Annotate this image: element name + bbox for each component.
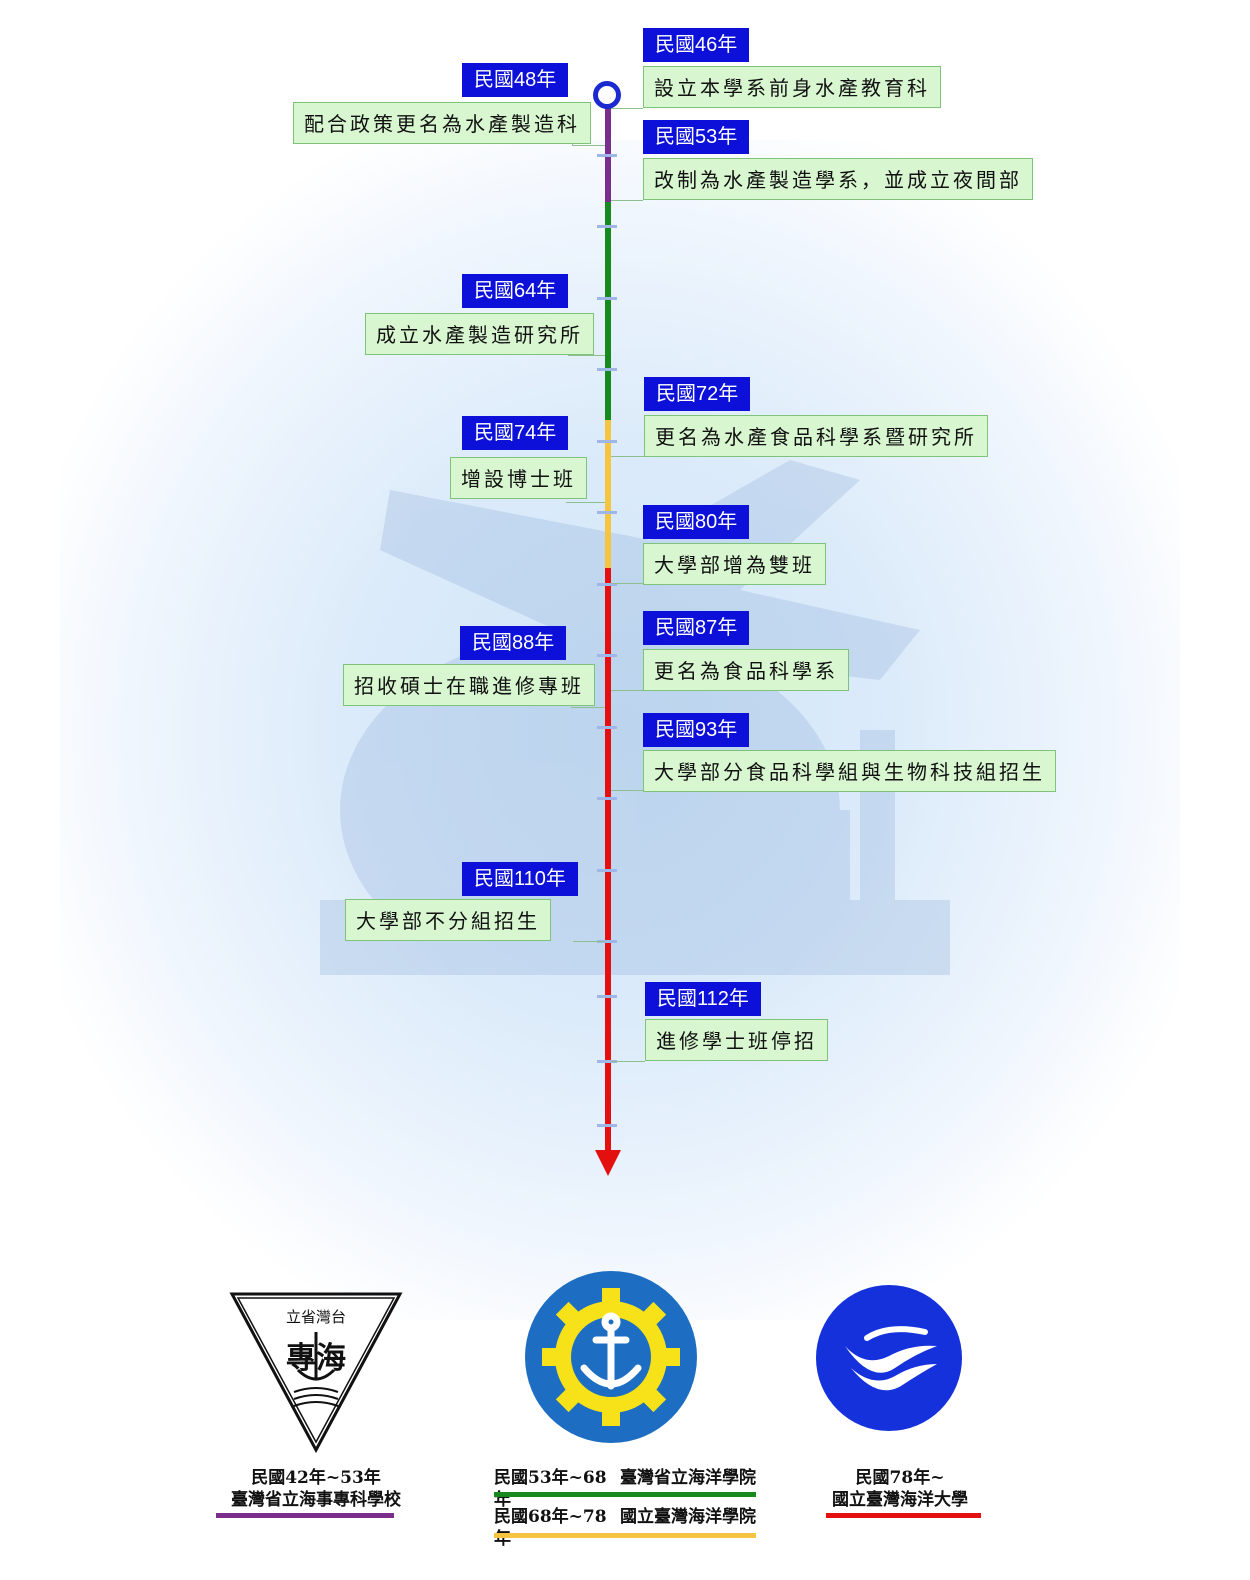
wave-seal-icon	[816, 1285, 962, 1431]
axis-tick	[597, 654, 617, 657]
axis-tick	[597, 726, 617, 729]
caption-name: 臺灣省立海事專科學校	[231, 1490, 401, 1510]
axis-tick	[597, 154, 617, 157]
axis-segment-yellow	[605, 420, 611, 568]
axis-tick	[597, 1124, 617, 1127]
event-label: 招收碩士在職進修專班	[343, 664, 595, 706]
year-label: 民國72年	[644, 377, 751, 411]
axis-origin-marker	[593, 81, 621, 109]
year-label: 民國80年	[643, 505, 750, 539]
caption-underline-green	[494, 1492, 756, 1497]
year-label: 民國93年	[643, 713, 750, 747]
axis-tick	[597, 940, 617, 943]
leader-line	[611, 108, 643, 109]
seal-text-top: 立省灣台	[286, 1308, 346, 1326]
leader-line	[572, 145, 605, 146]
axis-tick	[597, 297, 617, 300]
year-label: 民國110年	[462, 862, 578, 896]
year-label: 民國88年	[460, 626, 567, 660]
leader-line	[611, 1061, 645, 1062]
axis-tick	[597, 511, 617, 514]
year-label: 民國46年	[643, 28, 750, 62]
event-label: 增設博士班	[450, 457, 587, 499]
gear-anchor-seal-icon	[525, 1271, 697, 1443]
axis-tick	[597, 583, 617, 586]
triangle-anchor-seal-icon: 立省灣台 專海	[229, 1292, 403, 1454]
event-label: 改制為水產製造學系，並成立夜間部	[643, 158, 1033, 200]
axis-tick	[597, 797, 617, 800]
event-label: 更名為水產食品科學系暨研究所	[644, 415, 988, 457]
leader-line	[611, 583, 643, 584]
caption-underline-purple	[216, 1513, 394, 1518]
caption-name: 臺灣省立海洋學院	[620, 1468, 756, 1488]
event-label: 成立水產製造研究所	[365, 313, 594, 355]
caption-period: 民國53年~68年	[494, 1468, 607, 1510]
leader-line	[566, 502, 605, 503]
leader-line	[611, 690, 643, 691]
leader-line	[611, 456, 644, 457]
axis-tick	[597, 1060, 617, 1063]
caption-period: 民國42年~53年	[251, 1468, 381, 1488]
leader-line	[611, 200, 643, 201]
caption-underline-red	[826, 1513, 981, 1518]
event-label: 更名為食品科學系	[643, 649, 849, 691]
leader-line	[611, 790, 643, 791]
axis-tick	[597, 440, 617, 443]
event-label: 進修學士班停招	[645, 1019, 828, 1061]
leader-line	[571, 707, 605, 708]
leader-line	[573, 941, 605, 942]
event-label: 配合政策更名為水產製造科	[293, 102, 591, 144]
event-label: 大學部分食品科學組與生物科技組招生	[643, 750, 1056, 792]
year-label: 民國74年	[462, 416, 569, 450]
event-label: 大學部增為雙班	[643, 543, 826, 585]
year-label: 民國87年	[643, 611, 750, 645]
caption-period: 民國68年~78年	[494, 1507, 607, 1549]
event-label: 大學部不分組招生	[345, 899, 551, 941]
axis-segment-green	[605, 202, 611, 420]
caption-name: 國立臺灣海洋大學	[832, 1490, 968, 1510]
caption-underline-yellow	[494, 1533, 756, 1538]
year-label: 民國48年	[462, 63, 569, 97]
event-label: 設立本學系前身水產教育科	[643, 66, 941, 108]
axis-tick	[597, 368, 617, 371]
year-label: 民國112年	[645, 982, 761, 1016]
year-label: 民國64年	[462, 274, 569, 308]
axis-tick	[597, 225, 617, 228]
axis-tick	[597, 995, 617, 998]
background-glow	[60, 140, 1180, 1320]
axis-arrow-head	[595, 1150, 621, 1176]
caption-name: 國立臺灣海洋學院	[620, 1507, 756, 1527]
caption-period: 民國78年~	[855, 1468, 945, 1488]
leader-line	[568, 355, 605, 356]
axis-segment-purple	[605, 100, 611, 202]
year-label: 民國53年	[643, 120, 750, 154]
axis-tick	[597, 869, 617, 872]
axis-segment-red	[605, 568, 611, 1154]
